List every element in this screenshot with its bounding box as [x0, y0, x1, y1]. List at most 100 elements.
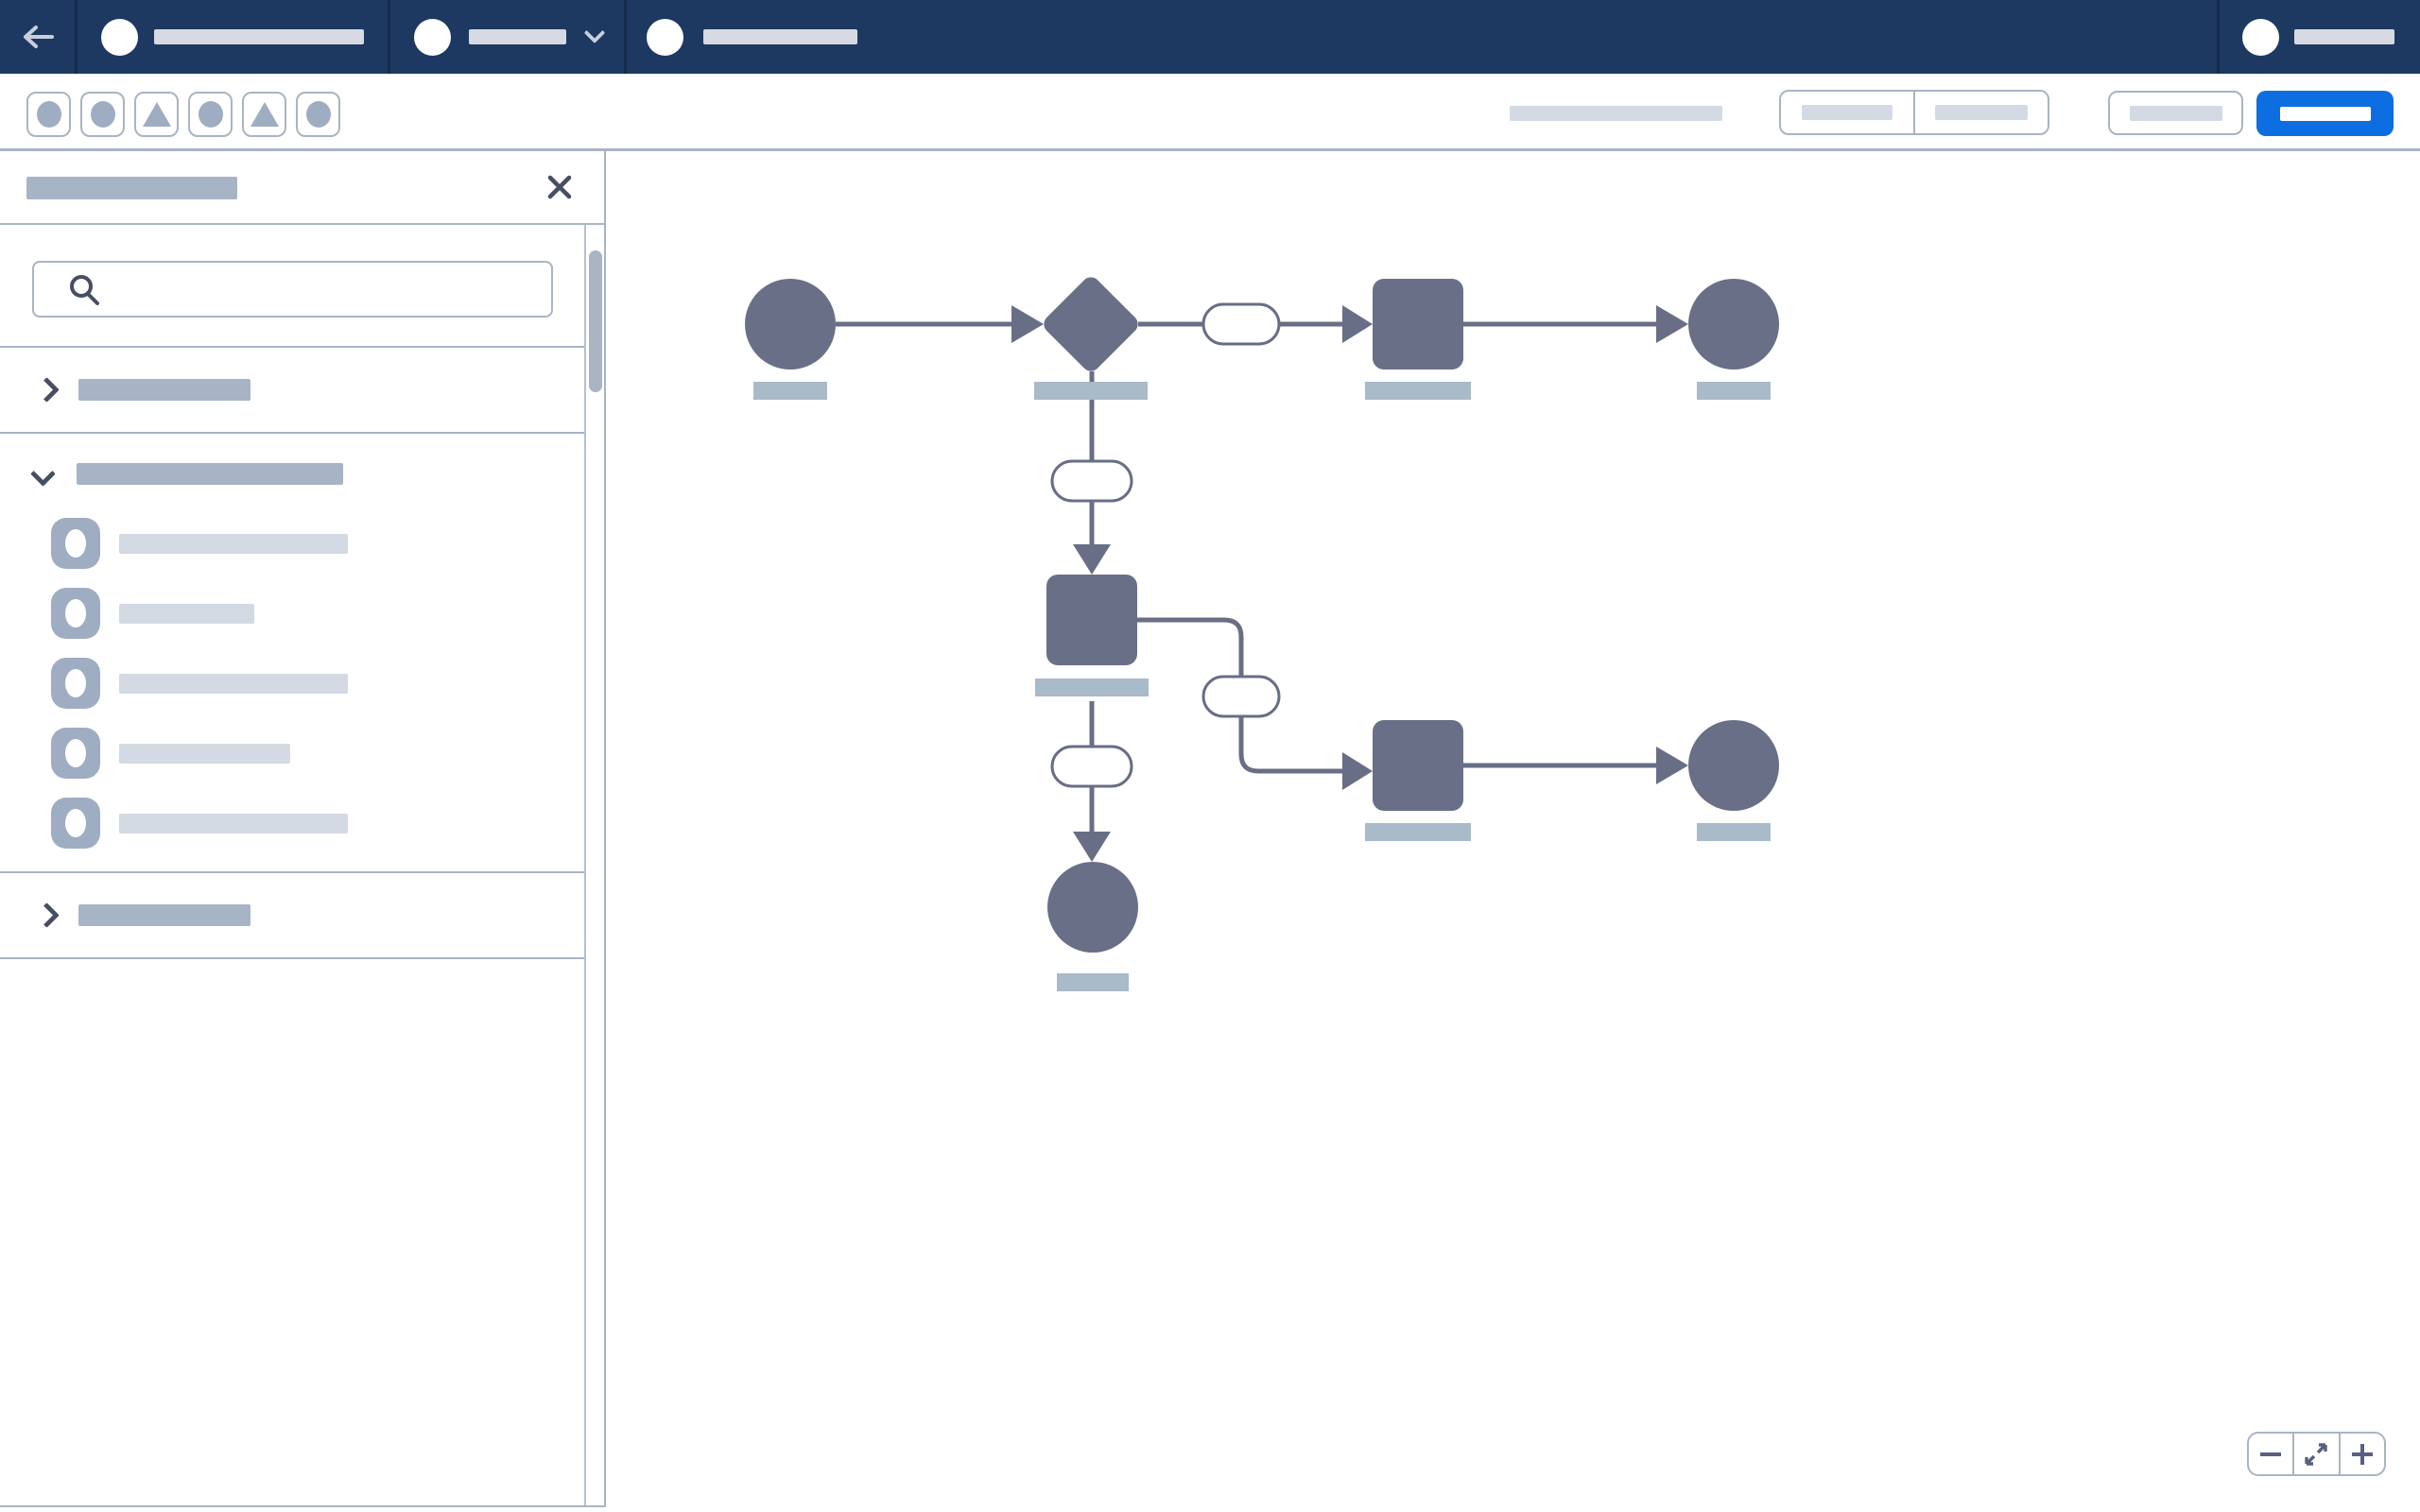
flow-label-task-2: [1035, 679, 1149, 696]
shape-glyph: [65, 599, 86, 627]
circle-shape-tool-button[interactable]: [26, 92, 71, 137]
flow-arrowhead-6: [1073, 544, 1111, 575]
panel-title-placeholder: [26, 177, 237, 199]
triangle-shape-tool-button[interactable]: [242, 92, 286, 137]
shape-library-item[interactable]: [51, 658, 348, 709]
toolbar: [0, 74, 2420, 151]
circle-shape-tool-button[interactable]: [296, 92, 340, 137]
shape-thumbnail-icon: [51, 658, 100, 709]
flow-label-gateway: [1034, 382, 1148, 400]
user-avatar: [2242, 18, 2279, 56]
scrollbar-thumb[interactable]: [589, 250, 602, 392]
flow-arrowhead-1: [1011, 305, 1044, 343]
flow-node-intermediate-event-4[interactable]: [1050, 745, 1133, 788]
chevron-down-icon: [583, 22, 606, 44]
shape-thumbnail-icon: [51, 798, 100, 849]
expand-icon: [2305, 1442, 2328, 1466]
item-label-placeholder: [119, 813, 348, 833]
flow-node-task-3[interactable]: [1373, 720, 1463, 811]
user-name-placeholder: [2294, 29, 2394, 44]
section-expanded-header[interactable]: [30, 461, 343, 487]
shape-tool-group: [26, 92, 340, 137]
flow-node-end-event-1[interactable]: [1688, 279, 1779, 369]
topbar-divider: [75, 0, 78, 74]
section-title-placeholder: [78, 379, 251, 401]
circle-icon: [90, 101, 115, 128]
topbar-workspace-selector[interactable]: [390, 0, 624, 74]
arrow-left-icon: [23, 26, 54, 48]
user-account-item[interactable]: [2220, 0, 2420, 74]
avatar: [414, 18, 451, 56]
circle-icon: [36, 101, 61, 128]
topbar-document-item[interactable]: [627, 0, 857, 74]
chevron-right-icon: [34, 902, 60, 928]
item-label-placeholder: [119, 673, 348, 694]
flow-arrowhead-10: [1342, 752, 1373, 790]
shape-library-item[interactable]: [51, 728, 290, 779]
flow-node-start-event[interactable]: [745, 279, 836, 369]
topbar-divider: [388, 0, 390, 74]
section-title-placeholder: [78, 904, 251, 926]
shape-glyph: [65, 669, 86, 697]
shape-thumbnail-icon: [51, 518, 100, 569]
zoom-in-button[interactable]: [2338, 1434, 2384, 1474]
flow-label-task-3: [1365, 823, 1471, 841]
secondary-button[interactable]: [2108, 91, 2243, 135]
scrollbar-track: [584, 225, 604, 1505]
button-label-placeholder: [1935, 105, 2028, 120]
topbar-project-item[interactable]: [78, 0, 388, 74]
workspace-label-placeholder: [469, 29, 566, 44]
status-text-placeholder: [1510, 106, 1722, 121]
flow-node-end-event-3[interactable]: [1688, 720, 1779, 811]
flow-label-end-event-1: [1697, 382, 1771, 400]
circle-shape-tool-button[interactable]: [80, 92, 125, 137]
flow-label-task-1: [1365, 382, 1471, 400]
circle-shape-tool-button[interactable]: [188, 92, 233, 137]
flow-label-start-event: [753, 382, 827, 400]
zoom-to-fit-button[interactable]: [2292, 1434, 2338, 1474]
search-input[interactable]: [32, 261, 553, 318]
section-title-placeholder: [77, 463, 343, 485]
flow-node-intermediate-event-2[interactable]: [1050, 459, 1133, 503]
flow-node-task-1[interactable]: [1373, 279, 1463, 369]
flowchart: [745, 273, 1779, 991]
chevron-down-icon: [30, 461, 56, 487]
flow-arrowhead-3: [1342, 305, 1373, 343]
shape-glyph: [65, 809, 86, 837]
flow-label-end-event-3: [1697, 823, 1771, 841]
minus-icon: [2260, 1452, 2282, 1456]
shape-library-item[interactable]: [51, 588, 254, 639]
flow-node-gateway[interactable]: [1040, 273, 1141, 374]
triangle-shape-tool-button[interactable]: [134, 92, 179, 137]
close-icon: [547, 175, 572, 198]
item-label-placeholder: [119, 603, 254, 624]
panel-body: [0, 225, 604, 1505]
flow-node-intermediate-event-3[interactable]: [1201, 675, 1281, 718]
flow-arrowhead-11: [1656, 747, 1688, 784]
shape-thumbnail-icon: [51, 728, 100, 779]
shape-glyph: [65, 739, 86, 767]
flow-node-task-2[interactable]: [1046, 575, 1137, 665]
back-button[interactable]: [0, 0, 75, 74]
segmented-button-left[interactable]: [1781, 92, 1913, 133]
shape-library-item[interactable]: [51, 798, 348, 849]
button-label-placeholder: [1802, 105, 1893, 120]
triangle-icon: [250, 102, 279, 127]
flow-arrowhead-8: [1073, 832, 1111, 862]
flow-node-end-event-2[interactable]: [1047, 862, 1138, 953]
top-navigation-bar: [0, 0, 2420, 74]
zoom-out-button[interactable]: [2249, 1434, 2292, 1474]
flow-connector-9: [1137, 617, 1244, 677]
plus-icon: [2351, 1443, 2373, 1465]
view-mode-segmented-control: [1779, 90, 2049, 135]
section-collapsed-1[interactable]: [0, 346, 584, 434]
shape-library-item[interactable]: [51, 518, 348, 569]
segmented-button-right[interactable]: [1913, 92, 2048, 133]
section-collapsed-2[interactable]: [0, 871, 584, 959]
primary-action-button[interactable]: [2256, 91, 2394, 136]
close-panel-button[interactable]: [544, 172, 576, 204]
item-label-placeholder: [119, 533, 348, 554]
shape-glyph: [65, 529, 86, 558]
flow-node-intermediate-event-1[interactable]: [1201, 302, 1281, 346]
